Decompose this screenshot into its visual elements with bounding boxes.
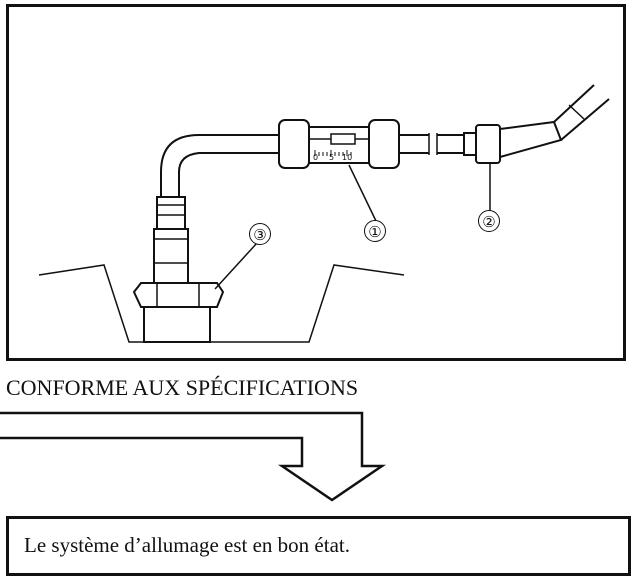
cylinder-head-outline — [38, 264, 405, 343]
callout-2: ② — [478, 210, 500, 232]
illustration-frame: 0 5 10 ① ② ③ — [6, 4, 626, 361]
plug-insulator — [153, 228, 189, 284]
condition-label: CONFORME AUX SPÉCIFICATIONS — [6, 375, 359, 400]
plug-cap-lower — [156, 196, 186, 230]
flow-arrow — [0, 411, 387, 502]
scale-label-10: 10 — [342, 153, 353, 162]
callout-3: ③ — [249, 223, 271, 245]
scale-label-5: 5 — [329, 153, 335, 162]
plug-base — [143, 306, 211, 343]
result-box: Le système d’allumage est en bon état. — [6, 516, 631, 576]
tester-right-cap — [368, 119, 400, 169]
plug-cap — [475, 124, 501, 164]
tester-window — [308, 126, 370, 164]
down-arrow-icon — [0, 411, 387, 502]
callout-1: ① — [364, 220, 386, 242]
scale-label-0: 0 — [313, 153, 319, 162]
tester-left-cap — [278, 119, 310, 169]
plug-hex-nut — [132, 282, 225, 308]
spark-gap-tester-drawing — [38, 84, 610, 343]
result-text: Le système d’allumage est en bon état. — [24, 533, 350, 557]
